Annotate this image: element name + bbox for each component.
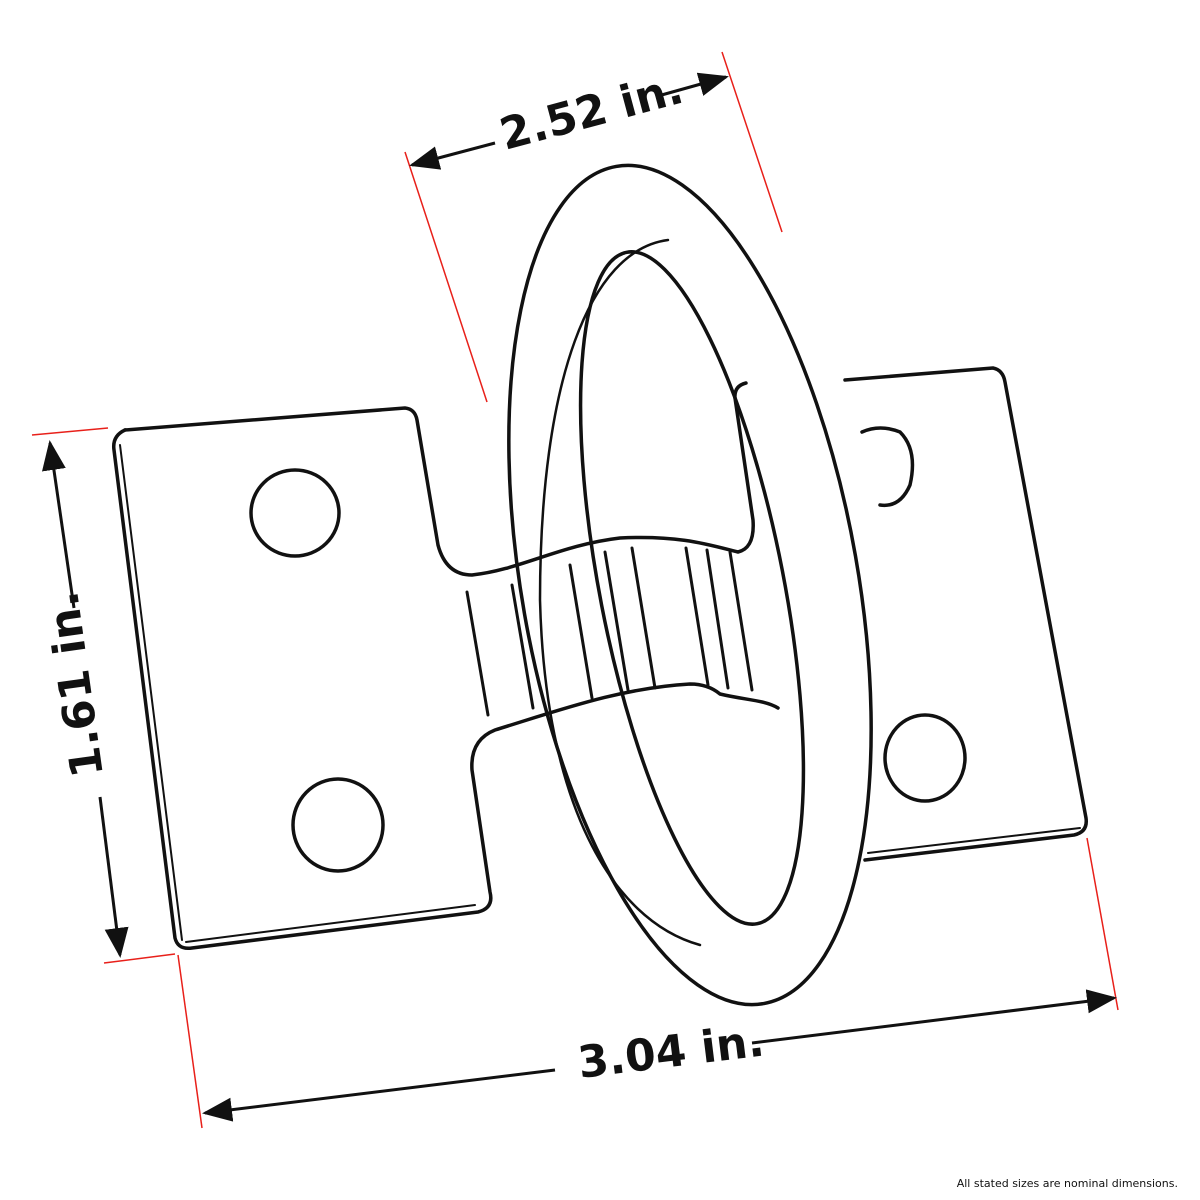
hole-top-right bbox=[860, 426, 915, 508]
nominal-dimensions-note: All stated sizes are nominal dimensions. bbox=[956, 1177, 1178, 1190]
dimension-ring-width: 2.52 in. bbox=[495, 63, 689, 161]
extension-lines bbox=[31, 51, 1119, 1129]
hole-bottom-right bbox=[883, 713, 967, 803]
dimension-overall-length: 3.04 in. bbox=[575, 1016, 767, 1089]
right-plate bbox=[843, 366, 1088, 862]
dimension-plate-height: 1.61 in. bbox=[37, 588, 114, 780]
left-plate bbox=[123, 381, 755, 577]
dimension-arrows bbox=[42, 72, 1117, 1122]
ring-inner bbox=[578, 250, 806, 926]
ring-outer bbox=[507, 163, 873, 1007]
strap-ribs bbox=[465, 546, 754, 717]
hole-bottom-left bbox=[291, 777, 385, 873]
hole-top-left bbox=[249, 468, 341, 558]
